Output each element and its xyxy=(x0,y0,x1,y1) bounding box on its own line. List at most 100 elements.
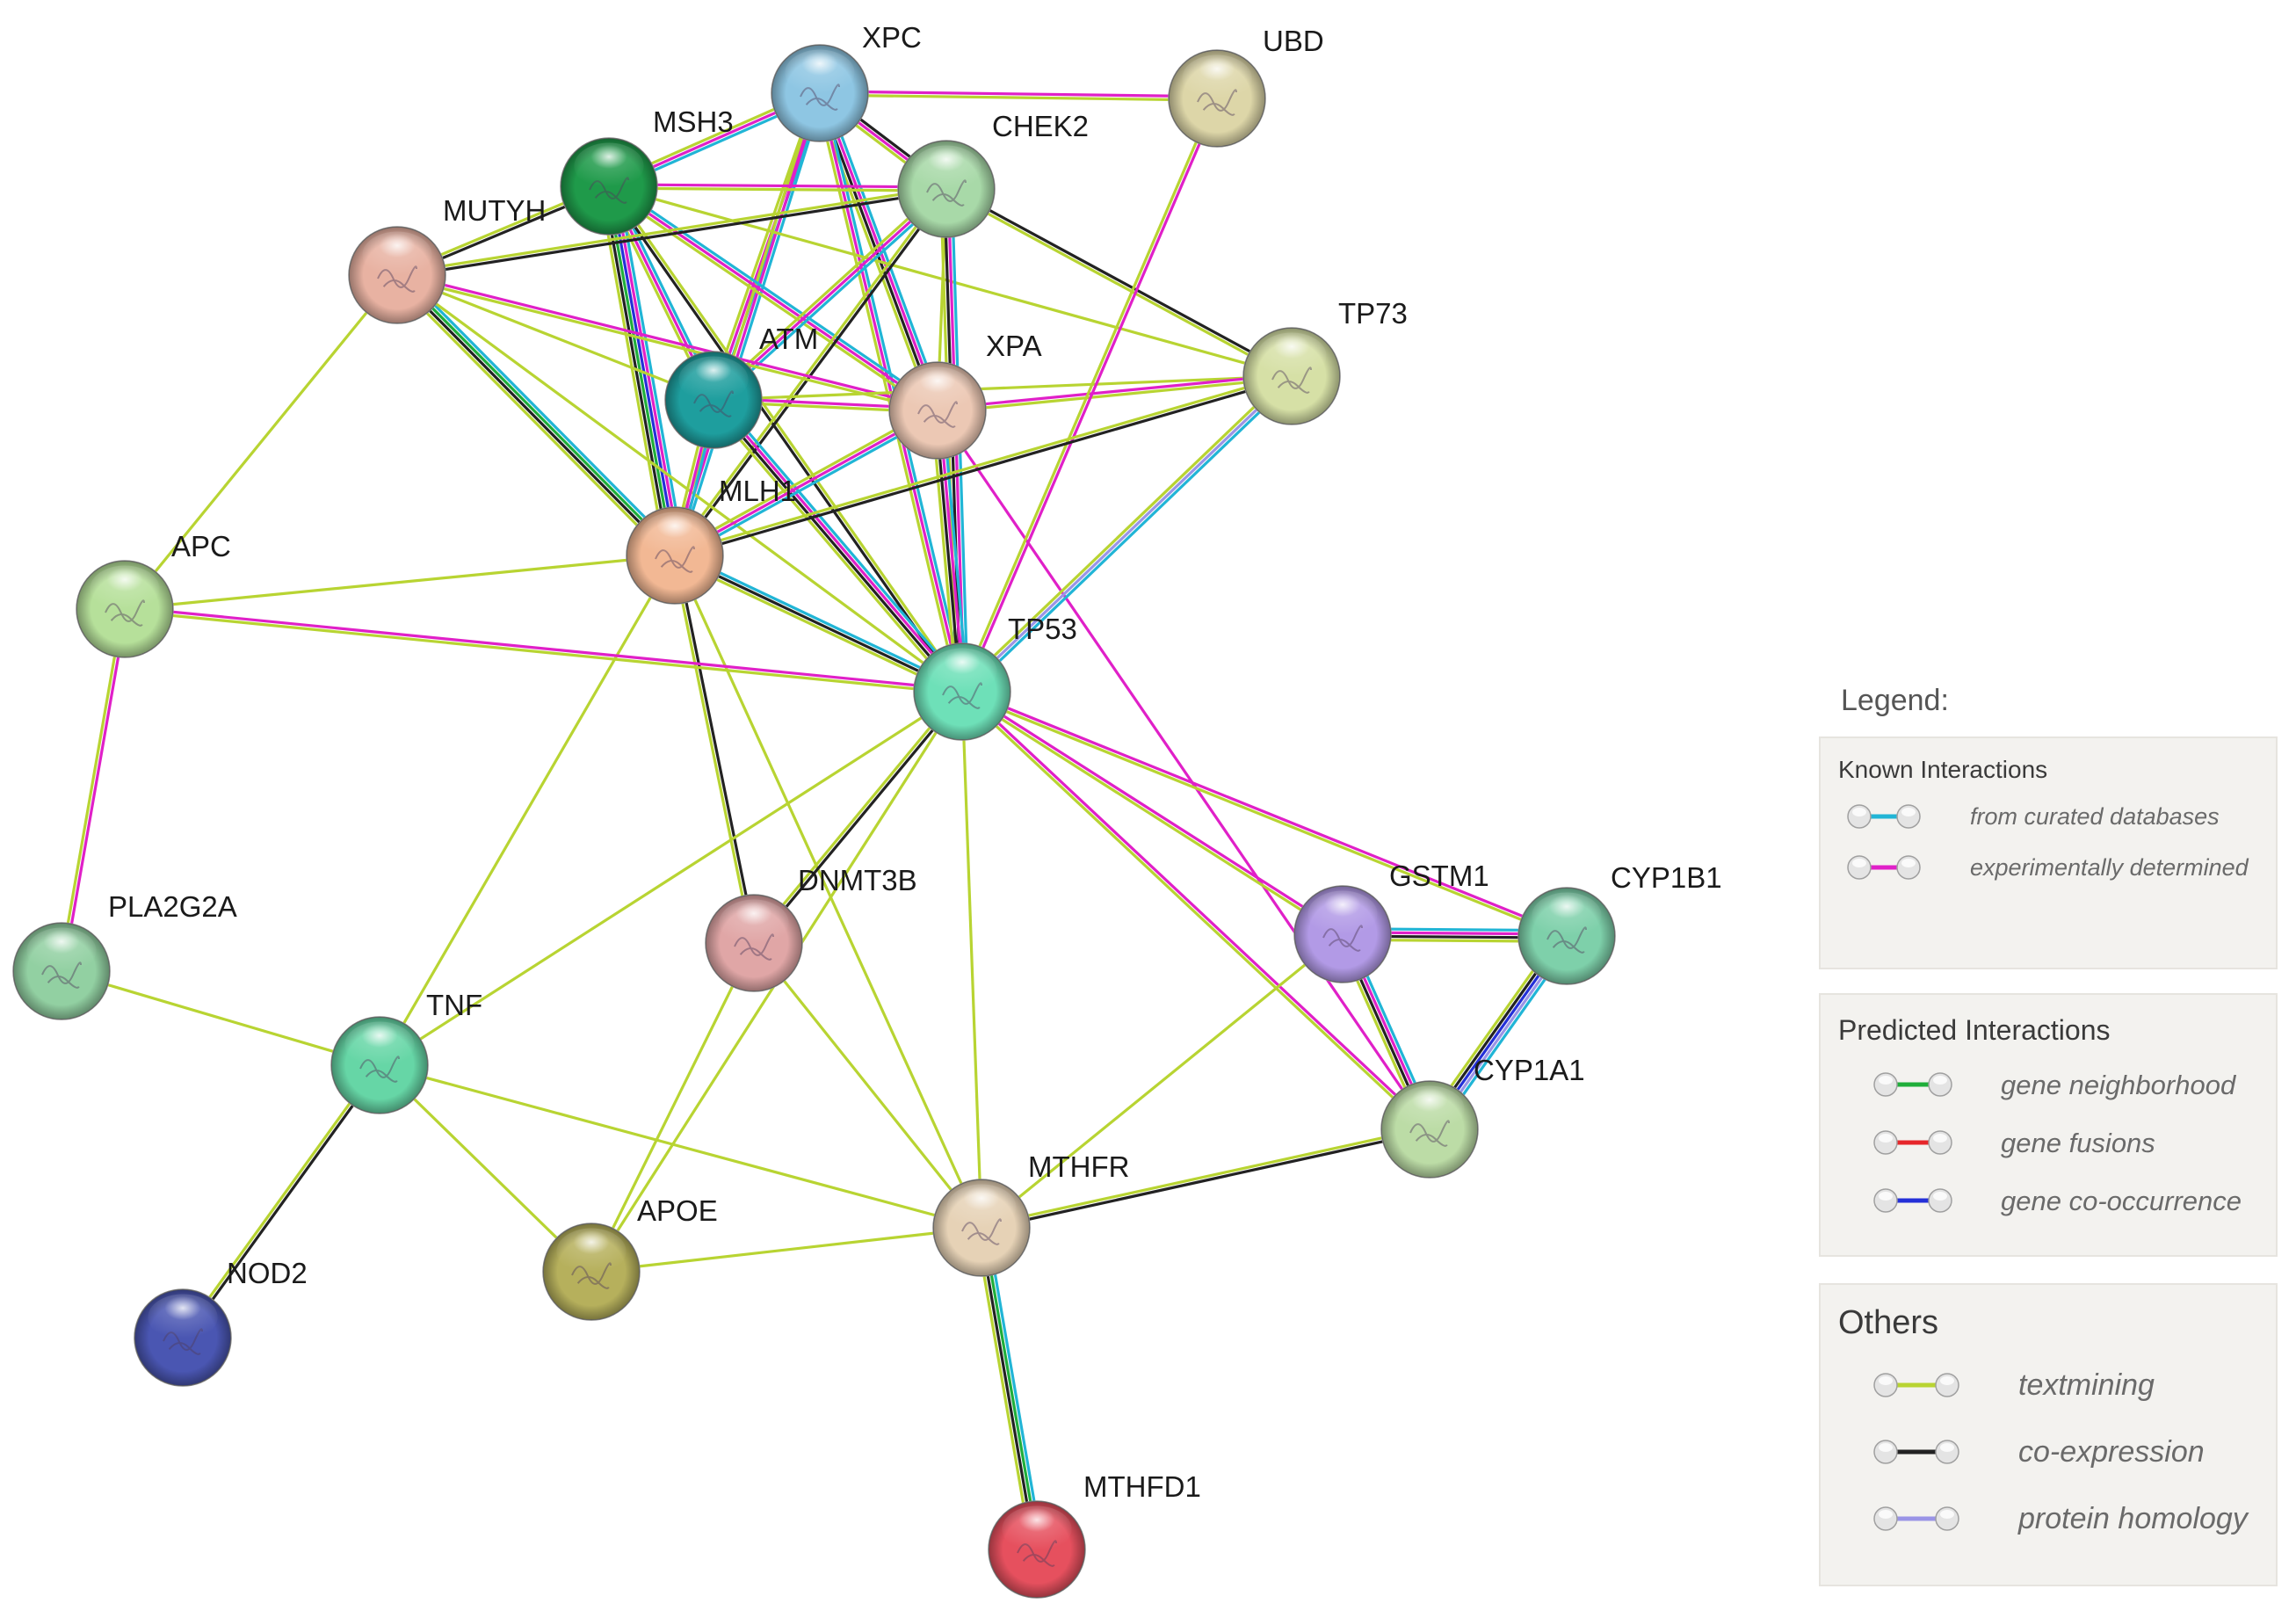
edge-line-coexpression xyxy=(754,692,965,946)
node-pla2g2a[interactable]: PLA2G2A xyxy=(12,890,237,1020)
edge-msh3-mlh1 xyxy=(598,184,685,558)
edge-line-textmining xyxy=(598,187,668,558)
edge-xpc-ubd xyxy=(819,90,1218,102)
node-label: CYP1B1 xyxy=(1611,861,1722,894)
edge-line-textmining xyxy=(671,555,754,944)
legend-item-label: protein homology xyxy=(2018,1502,2248,1535)
node-xpa[interactable]: XPA xyxy=(888,330,1042,460)
edge-tp53-dnmt3b xyxy=(751,689,965,946)
node-tnf[interactable]: TNF xyxy=(330,989,482,1114)
node-nod2[interactable]: NOD2 xyxy=(134,1257,308,1387)
node-label: DNMT3B xyxy=(798,864,917,896)
legend-item-homology: protein homology xyxy=(1821,1499,2278,1538)
node-gloss xyxy=(148,1294,218,1341)
node-label: ATM xyxy=(759,323,818,355)
edge-mutyh-xpa xyxy=(396,272,938,414)
edge-tp53-mthfr xyxy=(960,691,983,1229)
legend-others-heading: Others xyxy=(1838,1304,1939,1341)
edge-line-curated xyxy=(676,412,940,561)
node-tp73[interactable]: TP73 xyxy=(1242,297,1408,425)
edge-line-experimental xyxy=(820,90,1218,98)
node-gloss xyxy=(902,366,973,414)
node-ubd[interactable]: UBD xyxy=(1168,25,1324,148)
node-apc[interactable]: APC xyxy=(76,530,231,658)
edge-tnf-apoe xyxy=(378,1063,593,1273)
node-gstm1[interactable]: GSTM1 xyxy=(1293,860,1489,983)
edge-tnf-nod2 xyxy=(180,1063,382,1340)
node-mutyh[interactable]: MUTYH xyxy=(348,194,546,324)
edge-line-coexpression xyxy=(946,185,1293,376)
legend-item-neighborhood: gene neighborhood xyxy=(1821,1065,2278,1104)
edge-line-textmining xyxy=(379,1063,982,1230)
edge-line-experimental xyxy=(608,185,938,412)
node-label: TP53 xyxy=(1008,613,1077,645)
legend-swatch-icon xyxy=(1873,1506,1959,1531)
edge-line-coexpression xyxy=(675,189,949,558)
edge-line-textmining xyxy=(981,1126,1430,1228)
node-label: MLH1 xyxy=(719,475,796,507)
edge-line-textmining xyxy=(960,692,1343,938)
edge-line-experimental xyxy=(674,409,938,557)
node-chek2[interactable]: CHEK2 xyxy=(897,110,1089,238)
edge-line-textmining xyxy=(958,372,1291,691)
edge-line-curated xyxy=(400,270,680,553)
legend-known-box: Known Interactions from curated database… xyxy=(1819,736,2278,969)
node-msh3[interactable]: MSH3 xyxy=(560,105,734,236)
edge-line-experimental xyxy=(125,606,963,692)
node-gloss xyxy=(574,142,644,190)
node-label: PLA2G2A xyxy=(108,890,237,923)
node-apoe[interactable]: APOE xyxy=(542,1194,718,1321)
edge-line-coexpression xyxy=(602,186,671,557)
node-gloss xyxy=(1182,54,1252,102)
node-gloss xyxy=(785,49,855,97)
node-tp53[interactable]: TP53 xyxy=(913,613,1077,741)
edge-line-textmining xyxy=(713,374,1293,402)
node-label: MSH3 xyxy=(653,105,734,138)
edge-line-coexpression xyxy=(397,189,947,279)
edge-tp53-gstm1 xyxy=(960,688,1344,938)
node-label: APOE xyxy=(637,1194,718,1227)
edge-apc-tp53 xyxy=(124,606,963,695)
legend-item-fusion: gene fusions xyxy=(1821,1123,2278,1162)
node-mthfd1[interactable]: MTHFD1 xyxy=(988,1470,1201,1599)
node-cyp1a1[interactable]: CYP1A1 xyxy=(1380,1054,1585,1179)
node-atm[interactable]: ATM xyxy=(664,323,818,449)
node-gloss xyxy=(90,565,160,613)
edge-mthfr-mthfd1 xyxy=(974,1226,1044,1551)
edge-apc-pla2g2a xyxy=(58,608,128,972)
edge-mutyh-tp53 xyxy=(396,273,963,693)
edge-line-coexpression xyxy=(675,376,1293,559)
node-xpc[interactable]: XPC xyxy=(771,21,922,142)
legend-item-coexpression: co-expression xyxy=(1821,1433,2278,1471)
edge-line-textmining xyxy=(938,376,1293,414)
node-dnmt3b[interactable]: DNMT3B xyxy=(705,864,917,992)
edge-line-coexpression xyxy=(711,400,962,694)
node-gloss xyxy=(26,927,97,975)
edge-line-textmining xyxy=(974,1228,1033,1551)
legend-item-curated: from curated databases xyxy=(1821,797,2278,836)
edge-line-textmining xyxy=(819,93,1217,102)
node-label: TNF xyxy=(426,989,482,1021)
edge-mlh1-apc xyxy=(124,554,676,611)
node-label: CHEK2 xyxy=(992,110,1089,142)
edge-line-homology xyxy=(960,374,1293,693)
edge-line-neighborhood xyxy=(397,272,677,555)
legend-swatch-icon xyxy=(1847,855,1921,880)
edge-line-textmining xyxy=(672,557,961,697)
edge-line-textmining xyxy=(61,969,380,1067)
legend-predicted-box: Predicted Interactions gene neighborhood… xyxy=(1819,993,2278,1257)
edge-msh3-chek2 xyxy=(608,183,947,192)
edge-line-curated xyxy=(616,184,685,555)
node-mthfr[interactable]: MTHFR xyxy=(932,1150,1129,1277)
edge-tp53-cyp1a1 xyxy=(960,689,1432,1132)
edge-gstm1-mthfr xyxy=(980,932,1344,1230)
edge-tp73-mlh1 xyxy=(673,373,1293,559)
edge-line-textmining xyxy=(396,185,946,275)
legend-swatch-icon xyxy=(1873,1130,1952,1155)
edge-line-textmining xyxy=(960,691,983,1229)
node-label: MTHFR xyxy=(1028,1150,1129,1183)
node-cyp1b1[interactable]: CYP1B1 xyxy=(1517,861,1722,985)
node-mlh1[interactable]: MLH1 xyxy=(626,475,796,605)
